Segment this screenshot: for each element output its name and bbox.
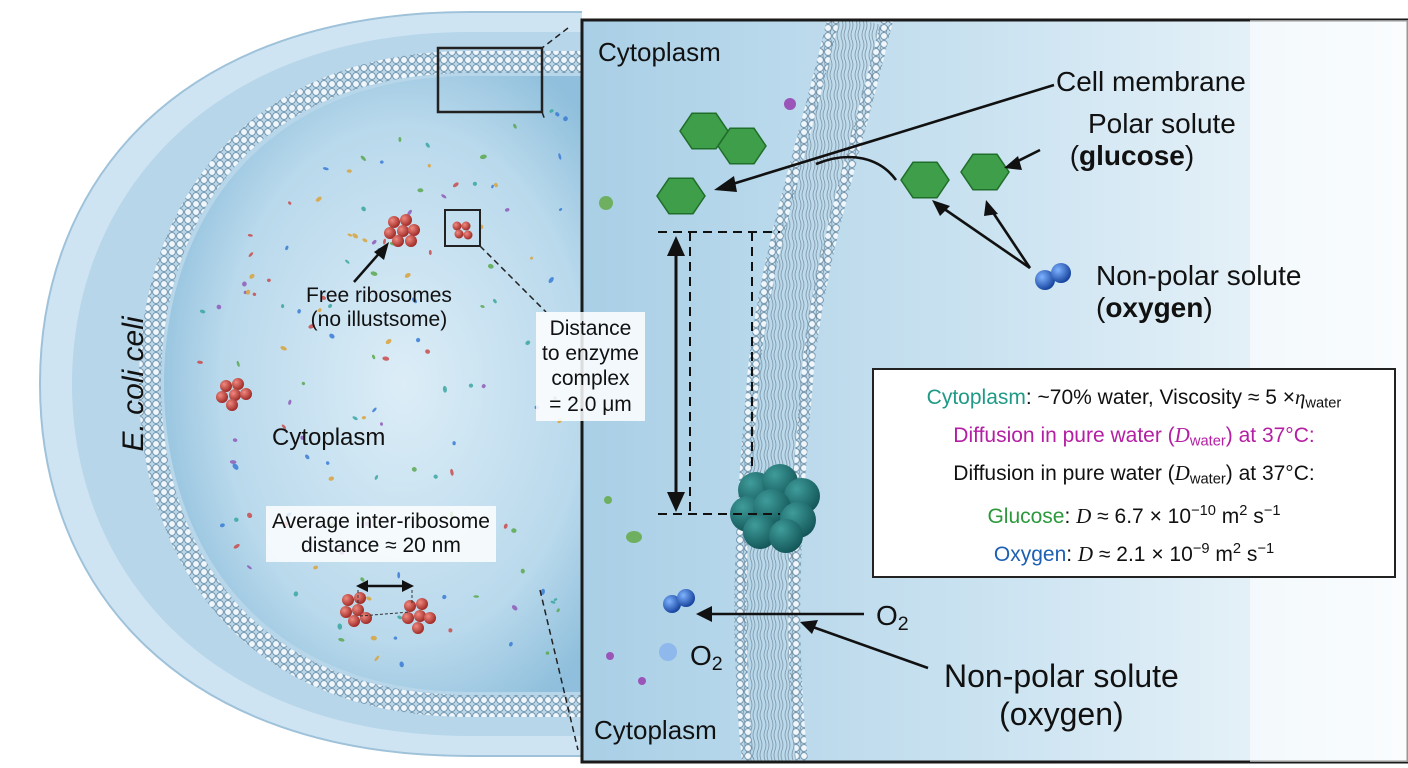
glucose-hexagon <box>960 153 1010 191</box>
o2-label-left: O2 <box>690 640 723 675</box>
cytoplasm-label-top: Cytoplasm <box>598 37 721 67</box>
info-row-diffusion-2: Diffusion in pure water (Dwater) at 37°C… <box>953 461 1315 488</box>
zoom-box-ribosome <box>444 209 481 247</box>
pointer-arrows <box>708 83 1055 670</box>
membrane-bilayer <box>734 20 893 762</box>
enzyme-distance-label: Distance to enzyme complex = 2.0 μm <box>536 312 645 421</box>
diffusion-info-box: Cytoplasm: ~70% water, Viscosity ≈ 5 ×ηw… <box>872 368 1396 578</box>
glucose-hexagon <box>656 177 706 215</box>
glucose-hexagon <box>679 112 729 150</box>
cytoplasm-label-left: Cytoplasm <box>272 424 386 451</box>
ribosome-cluster <box>452 221 473 240</box>
o2-label-right: O2 <box>876 600 909 635</box>
oxygen-molecule <box>663 589 695 613</box>
ribosome-cluster <box>216 378 252 411</box>
nonpolar-solute-label-right: Non-polar solute (oxygen) <box>1096 260 1302 324</box>
glucose-molecules <box>656 112 1010 215</box>
info-row-oxygen: Oxygen: D ≈ 2.1 × 10−9 m2 s−1 <box>993 541 1275 567</box>
oxygen-molecule-legend <box>1035 263 1071 290</box>
glucose-hexagon <box>900 161 950 199</box>
distance-marker <box>658 231 780 515</box>
ribosome-cluster <box>402 598 436 634</box>
oxygen-molecule-faded <box>659 643 677 661</box>
polar-solute-label: Polar solute (glucose) <box>1069 108 1236 172</box>
cell-membrane-label: Cell membrane <box>1056 66 1246 97</box>
free-ribosomes-label: Free ribosomes (no illustsome) <box>306 284 452 332</box>
ribosome-cluster <box>340 592 372 627</box>
cytoplasm-label-bottom: Cytoplasm <box>594 715 717 745</box>
glucose-hexagon <box>717 127 767 165</box>
info-row-diffusion-1: Diffusion in pure water (Dwater) at 37°C… <box>953 423 1315 450</box>
info-row-cytoplasm: Cytoplasm: ~70% water, Viscosity ≈ 5 ×ηw… <box>926 385 1342 412</box>
info-row-glucose: Glucose: D ≈ 6.7 × 10−10 m2 s−1 <box>987 503 1281 529</box>
ribosome-cluster <box>384 214 420 247</box>
inter-ribosome-label: Average inter-ribosome distance ≈ 20 nm <box>266 506 496 563</box>
cell-name-label: E. coli celi <box>116 316 150 452</box>
zoom-box-membrane <box>436 46 544 114</box>
nonpolar-solute-label-bottom: Non-polar solute (oxygen) <box>944 658 1179 732</box>
